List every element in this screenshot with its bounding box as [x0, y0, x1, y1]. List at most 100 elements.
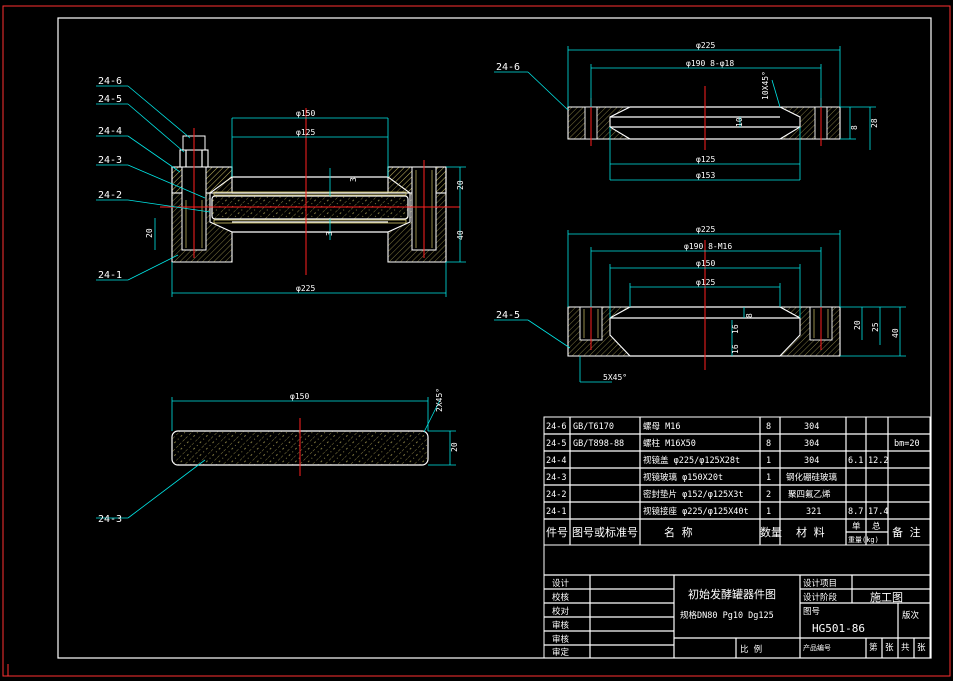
sheet-label-3: 共	[901, 643, 910, 653]
bom-row6-name: 视镜接座 φ225/φ125X40t	[643, 506, 749, 517]
label-part-24-3: 24-3	[98, 514, 122, 525]
bom-header-no: 件号	[546, 526, 568, 539]
drawing-no-label: 图号	[803, 607, 820, 617]
bill-of-materials-table	[543, 416, 931, 546]
sheet-label-1: 第	[869, 642, 878, 653]
dim-p5-d125: φ125	[696, 278, 715, 287]
bom-row4-mat: 钢化硼硅玻璃	[786, 472, 838, 483]
label-24-3: 24-3	[98, 155, 122, 166]
sheet-label-2: 张	[885, 643, 894, 653]
dim-p5-20: 20	[853, 320, 862, 330]
dim-asm-d225: φ225	[296, 284, 315, 293]
product-no-label: 产品编号	[803, 643, 831, 652]
dim-p6-d225: φ225	[696, 41, 715, 50]
bom-row2-no: 24-5	[546, 439, 566, 449]
dim-p6-d153: φ153	[696, 171, 715, 180]
bom-row5-mat: 聚四氟乙烯	[788, 489, 831, 500]
label-24-2: 24-2	[98, 190, 122, 201]
version-label: 版次	[902, 610, 920, 621]
dim-p5-25: 25	[871, 322, 880, 332]
sign-row-2: 校核	[552, 592, 570, 603]
bom-row1-mat: 304	[804, 422, 819, 432]
bom-row1-std: GB/T6170	[573, 422, 614, 432]
bom-row2-std: GB/T898-88	[573, 439, 624, 449]
bom-row2-mat: 304	[804, 439, 819, 449]
dim-p3-d150: φ150	[290, 392, 309, 401]
bom-row6-no: 24-1	[546, 507, 566, 517]
bom-row6-mat: 321	[806, 507, 821, 517]
bom-row1-name: 螺母 M16	[643, 421, 680, 432]
dim-p5-chamfer: 5X45°	[603, 373, 627, 382]
dim-p3-20: 20	[450, 442, 459, 452]
bom-header-weight: 重量(kg)	[848, 536, 879, 544]
dim-asm-t3b: 3	[325, 231, 334, 236]
sign-row-5: 审核	[552, 634, 570, 645]
dim-p5-8: 8	[745, 313, 754, 318]
bom-row5-qty: 2	[766, 490, 771, 500]
label-part-24-5: 24-5	[496, 310, 520, 321]
dim-asm-d150: φ150	[296, 109, 315, 118]
bom-header-note: 备 注	[892, 525, 921, 539]
scale-label: 比 例	[740, 644, 762, 655]
dim-p5-d225: φ225	[696, 225, 715, 234]
assembly-section-view	[96, 85, 466, 297]
bom-row6-qty: 1	[766, 507, 771, 517]
dim-p6-28: 28	[870, 118, 879, 128]
bom-header-qty: 数量	[760, 526, 782, 539]
label-part-24-6: 24-6	[496, 62, 520, 73]
bom-header-unit: 单	[852, 521, 861, 532]
bom-row6-w1: 8.7	[848, 507, 863, 517]
label-24-4: 24-4	[98, 126, 122, 137]
bom-row5-no: 24-2	[546, 490, 566, 500]
dim-p5-40: 40	[891, 328, 900, 338]
part-24-3-glass-view	[96, 397, 456, 519]
outer-sheet-border	[2, 5, 951, 677]
bom-row3-w1: 6.1	[848, 456, 863, 466]
bom-header-std: 图号或标准号	[572, 525, 638, 539]
label-24-5: 24-5	[98, 94, 122, 105]
part-24-6-cover-view	[494, 46, 876, 181]
dim-p6-d125: φ125	[696, 155, 715, 164]
sign-row-3: 校对	[552, 606, 570, 617]
sign-row-1: 设计	[552, 578, 570, 589]
bom-row2-note: bm=20	[894, 439, 920, 449]
bom-row3-w2: 12.2	[868, 456, 888, 466]
dim-asm-h40: 40	[456, 230, 465, 240]
bom-row4-qty: 1	[766, 473, 771, 483]
bom-row2-name: 螺柱 M16X50	[643, 438, 696, 449]
bom-row6-w2: 17.4	[868, 507, 888, 517]
sign-row-6: 审定	[552, 647, 570, 658]
label-24-1: 24-1	[98, 270, 122, 281]
bom-row1-qty: 8	[766, 422, 771, 432]
bom-row3-mat: 304	[804, 456, 819, 466]
dim-p6-chamfer: 10X45°	[761, 71, 770, 100]
dim-p5-16a: 16	[731, 324, 740, 334]
dim-asm-t3a: 3	[349, 177, 358, 182]
bom-header-name: 名 称	[664, 525, 693, 539]
bom-row3-name: 视镜盖 φ225/φ125X28t	[643, 455, 740, 466]
dim-asm-h20b: 20	[145, 228, 154, 238]
design-stage-label: 设计阶段	[803, 592, 838, 603]
bom-row4-no: 24-3	[546, 473, 566, 483]
design-stage-value: 施工图	[870, 591, 903, 604]
dim-p6-8: 8	[850, 125, 859, 130]
dim-p5-d190: φ190 8-M16	[684, 242, 732, 251]
inner-frame-border	[57, 17, 932, 659]
bom-row4-name: 视镜玻璃 φ150X20t	[643, 472, 723, 483]
dim-p6-d190: φ190 8-φ18	[686, 59, 734, 68]
bom-row5-name: 密封垫片 φ152/φ125X3t	[643, 489, 744, 500]
sheet-label-4: 张	[917, 643, 926, 653]
bom-row3-qty: 1	[766, 456, 771, 466]
title-block	[543, 544, 931, 659]
dim-p6-10: 10	[735, 117, 744, 127]
label-24-6: 24-6	[98, 76, 122, 87]
bom-row1-no: 24-6	[546, 422, 566, 432]
bom-header-total: 总	[872, 521, 881, 532]
design-project-label: 设计项目	[803, 578, 837, 589]
part-24-5-base-view	[494, 230, 906, 383]
drawing-number: HG501-86	[812, 622, 865, 635]
bom-header-mat: 材 料	[796, 525, 825, 539]
drawing-spec: 规格DN80 Pg10 Dg125	[680, 610, 774, 621]
bom-row3-no: 24-4	[546, 456, 566, 466]
